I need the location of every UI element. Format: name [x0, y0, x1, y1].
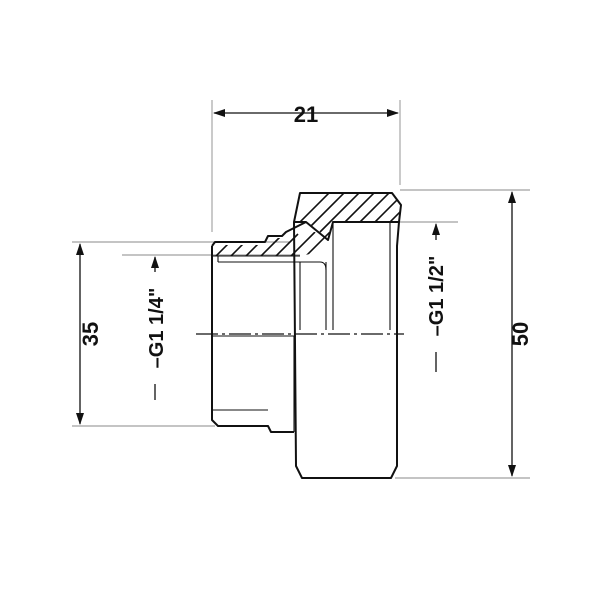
nut-outer-profile — [293, 192, 402, 479]
nut-section-inner — [294, 221, 399, 241]
spigot-outer-profile — [211, 221, 307, 247]
dim-label-large-diameter: 50 — [508, 322, 533, 346]
spigot-body-top — [211, 246, 294, 433]
dimension-lines — [76, 109, 516, 477]
thread-label-small: –G1 1/4" — [146, 288, 168, 369]
section-hatching — [215, 193, 401, 256]
extension-lines — [72, 100, 530, 479]
thread-label-large: –G1 1/2" — [426, 256, 448, 337]
spigot-bore-fillet — [319, 261, 327, 271]
dim-label-small-diameter: 35 — [78, 322, 103, 346]
fitting-part — [196, 192, 404, 479]
dim-label-length: 21 — [294, 102, 318, 127]
